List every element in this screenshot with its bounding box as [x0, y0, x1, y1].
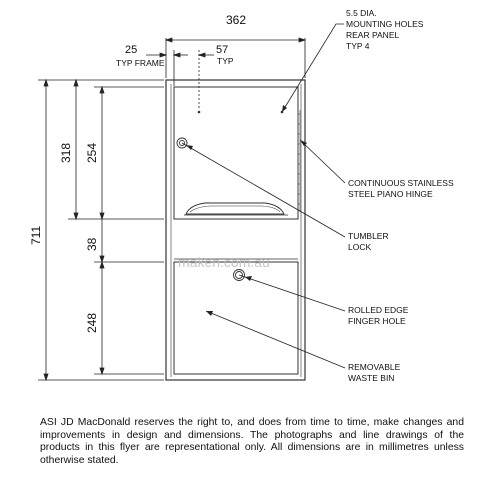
dim-frame-note: TYP FRAME: [116, 58, 165, 68]
waste-bin-callout: REMOVABLE WASTE BIN: [348, 362, 401, 383]
lock-callout: TUMBLER LOCK: [348, 231, 389, 252]
dim-inset: 57: [216, 44, 228, 56]
dim-bin-height: 248: [85, 313, 99, 333]
callout-line: CONTINUOUS STAINLESS: [348, 178, 454, 188]
dim-height: 711: [29, 226, 43, 245]
callout-line: 5.5 DIA.: [346, 8, 377, 18]
left-dimension-lines: [38, 78, 164, 382]
callout-line: TYP 4: [346, 41, 370, 51]
callout-line: TUMBLER: [348, 231, 389, 241]
dim-gap: 38: [85, 237, 99, 251]
callout-line: WASTE BIN: [348, 373, 394, 383]
callout-line: REAR PANEL: [346, 30, 399, 40]
dim-upper-height: 318: [59, 143, 73, 163]
top-dimension-lines: [146, 37, 307, 110]
finger-hole: [233, 269, 245, 281]
callout-line: LOCK: [348, 242, 371, 252]
piano-hinge: [297, 110, 301, 212]
callout-line: STEEL PIANO HINGE: [348, 189, 433, 199]
mounting-hole: [197, 110, 201, 114]
technical-drawing: 362 25 TYP FRAME 57 TYP 711 318 254 38 2…: [29, 8, 454, 383]
callout-line: REMOVABLE: [348, 362, 401, 372]
dim-width: 362: [226, 13, 246, 27]
callout-line: FINGER HOLE: [348, 316, 406, 326]
dim-inset-note: TYP: [217, 56, 234, 66]
cabinet: [165, 79, 306, 381]
dim-frame: 25: [125, 44, 137, 56]
callout-line: ROLLED EDGE: [348, 305, 409, 315]
leader-arrowheads: [186, 105, 307, 316]
outer-frame: [165, 79, 306, 381]
disclaimer-text: ASI JD MacDonald reserves the right to, …: [40, 417, 464, 466]
watermark: maken.com.au: [178, 254, 270, 270]
callout-line: MOUNTING HOLES: [346, 19, 424, 29]
dim-door-height: 254: [85, 143, 99, 163]
lower-bin-panel: [173, 261, 299, 375]
hinge-callout: CONTINUOUS STAINLESS STEEL PIANO HINGE: [348, 178, 454, 199]
finger-hole-callout: ROLLED EDGE FINGER HOLE: [348, 305, 409, 326]
dispenser-slot: [184, 202, 288, 216]
tumbler-lock: [176, 137, 188, 149]
mounting-holes-callout: 5.5 DIA. MOUNTING HOLES REAR PANEL TYP 4: [346, 8, 424, 51]
leader-lines: [181, 23, 346, 369]
